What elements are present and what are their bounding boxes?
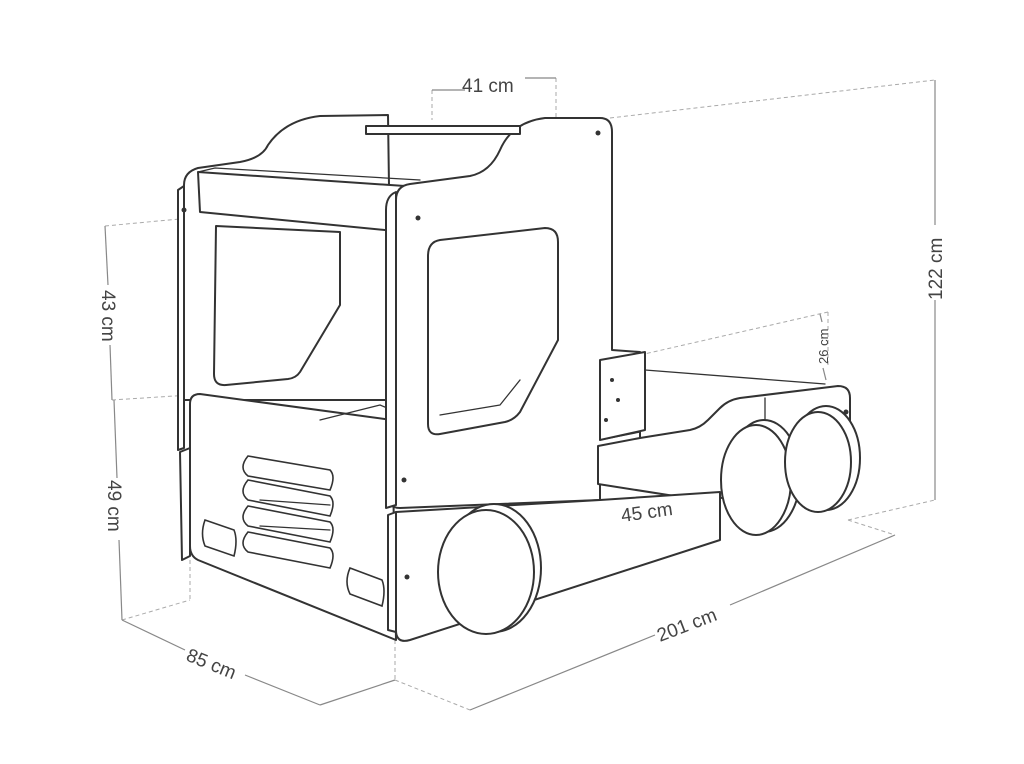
rear-wheel-2	[784, 405, 861, 513]
headlight-left	[201, 518, 237, 558]
dim-rail-height-label: 26 cm	[816, 329, 831, 364]
grille-slot	[242, 531, 334, 569]
base-side-panel-edge	[387, 511, 397, 633]
screw	[401, 477, 407, 483]
dim-cabin-height-label: 43 cm	[97, 290, 118, 342]
dim-width-top-label: 41 cm	[462, 76, 514, 97]
cabin-front-window-sill	[439, 379, 521, 416]
cabin-back-side	[177, 185, 185, 451]
screw	[616, 398, 620, 402]
screw	[404, 574, 410, 580]
screw	[595, 130, 601, 136]
dim-depth-label: 85 cm	[183, 645, 239, 684]
screws	[181, 130, 849, 580]
truck-body	[177, 114, 861, 642]
inner-slat	[259, 499, 331, 506]
grille-slot	[242, 479, 334, 517]
screw	[181, 207, 187, 213]
front-grille-side	[179, 447, 191, 561]
cabin-front-panel-edge	[385, 191, 397, 509]
dim-length-label: 201 cm	[654, 605, 720, 647]
screw	[415, 215, 421, 221]
front-wheel	[437, 503, 542, 635]
cabin-front-window	[427, 227, 559, 436]
screw	[604, 418, 608, 422]
cabin-roof-bar-edge	[197, 167, 421, 181]
rear-wheel-1-face	[720, 424, 792, 536]
bed-headboard	[599, 351, 646, 441]
front-wheel-face	[437, 509, 535, 635]
bed-mattress-area	[599, 369, 826, 441]
inner-slat	[259, 525, 331, 531]
screw	[610, 378, 614, 382]
headlight-right	[346, 566, 385, 608]
rear-wheel-1	[720, 419, 801, 536]
dim-height-total-label: 122 cm	[926, 238, 947, 300]
rear-wheel-2-face	[784, 411, 852, 513]
cabin-back-window	[213, 225, 341, 387]
grille-slot	[242, 505, 334, 543]
grille-slot	[242, 455, 334, 491]
grille-slots	[201, 455, 385, 608]
dim-base-height-label: 49 cm	[103, 480, 124, 532]
roof-rod	[365, 125, 521, 135]
